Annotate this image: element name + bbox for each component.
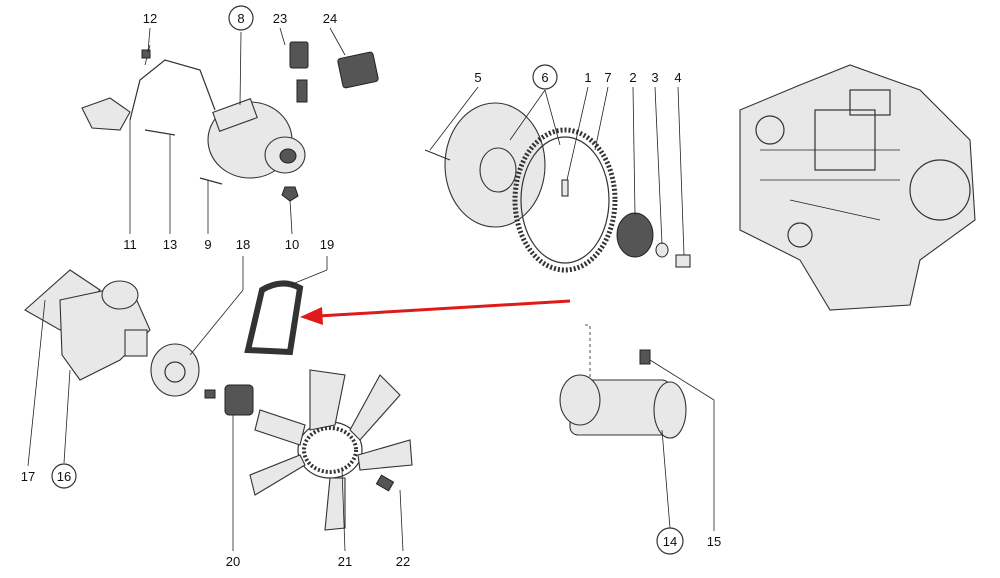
- callout-22: 22: [396, 554, 410, 569]
- callout-9: 9: [204, 237, 211, 252]
- callout-17: 17: [21, 469, 35, 484]
- leader-lines: [27, 27, 715, 552]
- ring-gear-part-7: [512, 127, 618, 273]
- alternator-part-8: [207, 98, 306, 179]
- pulley-part-18: [150, 343, 216, 399]
- callout-4: 4: [674, 70, 681, 85]
- callout-11: 11: [123, 237, 137, 252]
- callout-circle-8: [228, 5, 254, 31]
- plate-part-2: [616, 212, 691, 268]
- highlight-arrow: [300, 299, 571, 325]
- callout-24: 24: [323, 11, 337, 26]
- callout-6: 6: [541, 70, 548, 85]
- water-pump-part-16: [24, 269, 151, 381]
- callout-7: 7: [604, 70, 611, 85]
- starter-motor-part-14: [559, 324, 687, 439]
- callout-12: 12: [143, 11, 157, 26]
- callout-circle-16: [51, 463, 77, 489]
- callout-circle-6: [532, 64, 558, 90]
- callout-13: 13: [163, 237, 177, 252]
- engine-assembly-image: [739, 64, 976, 311]
- callout-8: 8: [237, 11, 244, 26]
- sensor-part-23: [289, 41, 309, 103]
- callout-20: 20: [226, 554, 240, 569]
- relay-part-24: [337, 51, 379, 89]
- callout-15: 15: [707, 534, 721, 549]
- callout-5: 5: [474, 70, 481, 85]
- bracket-part: [81, 44, 299, 202]
- callout-1: 1: [584, 70, 591, 85]
- fan-part-21: [249, 369, 413, 531]
- v-belt-part-19: [244, 280, 304, 356]
- callout-3: 3: [651, 70, 658, 85]
- callout-23: 23: [273, 11, 287, 26]
- callout-circle-14: [656, 527, 684, 555]
- callout-21: 21: [338, 554, 352, 569]
- callout-14: 14: [663, 534, 677, 549]
- flywheel-part-6: [424, 102, 546, 228]
- callout-19: 19: [320, 237, 334, 252]
- callout-10: 10: [285, 237, 299, 252]
- callout-labels: 12 8 23 24 5 6 1 7 2 3 4 11 13 9 18 10 1…: [21, 5, 721, 569]
- callout-16: 16: [57, 469, 71, 484]
- callout-18: 18: [236, 237, 250, 252]
- spacer-part-20: [224, 384, 254, 416]
- callout-2: 2: [629, 70, 636, 85]
